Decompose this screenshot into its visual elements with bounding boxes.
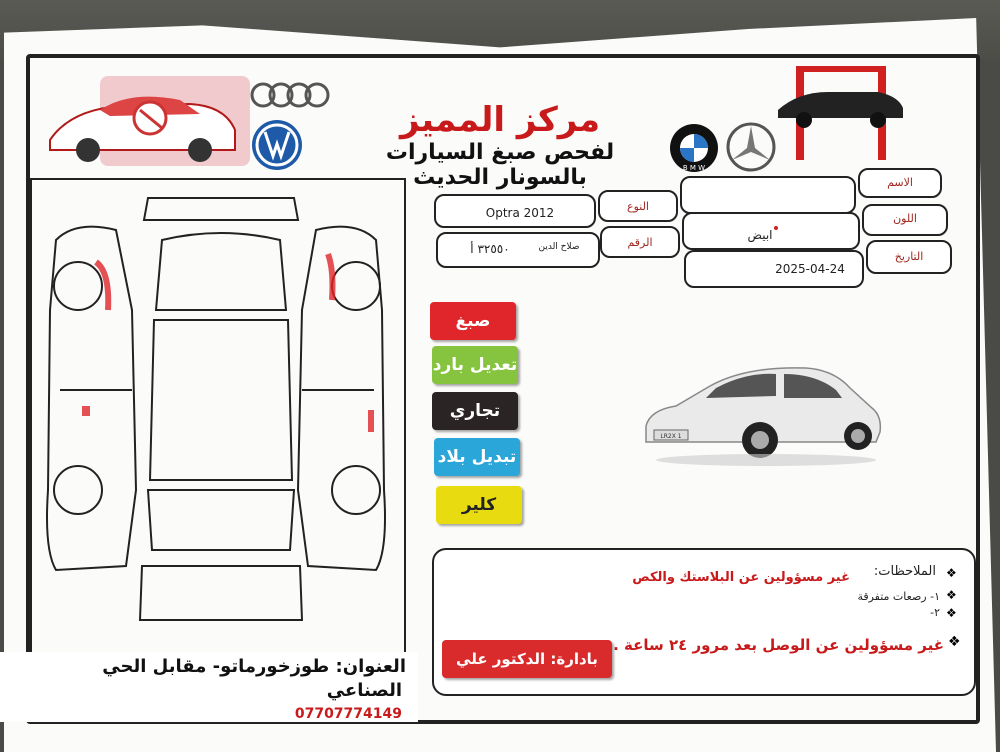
type-label: النوع <box>627 200 649 213</box>
type-label-box <box>598 190 678 222</box>
legend-clear: كلير <box>436 486 522 524</box>
notes-item-2: ٢- <box>930 606 940 619</box>
sample-car-image: LR2X 1 <box>645 367 882 466</box>
notes-warning: غير مسؤولين عن الوصل بعد مرور ٢٤ ساعة ..… <box>601 636 944 654</box>
color-dot <box>774 226 778 230</box>
name-label-box <box>858 168 942 198</box>
notes-main: غير مسؤولين عن البلاستك والكص <box>632 570 850 585</box>
color-label-box <box>862 204 948 236</box>
bmw-logo: B M W <box>670 124 718 172</box>
legend-cold-repair: تعديل بارد <box>432 346 518 384</box>
number-label: الرقم <box>627 236 653 249</box>
number-field[interactable] <box>436 232 600 268</box>
address-box: العنوان: طوزخورماتو- مقابل الحي الصناعي … <box>0 652 418 722</box>
notes-item-1: ١- رصعات متفرقة <box>857 590 940 603</box>
audi-logo <box>250 82 330 108</box>
color-label: اللون <box>893 212 917 225</box>
name-field[interactable] <box>680 176 856 214</box>
legend-commercial: تجاري <box>432 392 518 430</box>
header-car-image <box>49 76 250 166</box>
number-label-box <box>600 226 680 258</box>
date-field[interactable] <box>684 250 864 288</box>
name-label: الاسم <box>887 176 913 189</box>
phone-number: 07707774149 <box>294 706 402 722</box>
date-value: 2025-04-24 <box>775 262 845 276</box>
mercedes-logo <box>726 122 776 172</box>
legend-paint: صبغ <box>430 302 516 340</box>
page-subtitle: لفحص صبغ السيارات بالسونار الحديث <box>385 140 615 190</box>
bullet-icon: ❖ <box>948 634 961 650</box>
bullet-icon: ❖ <box>946 588 957 602</box>
date-label: التاريخ <box>894 250 924 263</box>
type-field[interactable] <box>434 194 596 228</box>
bullet-icon: ❖ <box>946 606 957 620</box>
color-field[interactable] <box>682 212 860 250</box>
number-value: ٣٢٥٥٠ أ <box>470 242 510 256</box>
sample-car-plate: LR2X 1 <box>660 433 681 440</box>
bmw-text: B M W <box>683 164 705 172</box>
legend-imported-part: تبديل بلاد <box>434 438 520 476</box>
type-value: Optra 2012 <box>485 206 555 220</box>
page-frame <box>26 54 980 724</box>
date-label-box <box>866 240 952 274</box>
address-line-1: العنوان: طوزخورماتو- مقابل الحي <box>102 656 406 677</box>
bullet-icon: ❖ <box>946 566 957 580</box>
manager-label: بادارة: الدكتور علي <box>442 640 612 678</box>
car-lift-image <box>778 66 903 160</box>
car-outline-diagram <box>46 197 386 621</box>
vw-logo <box>252 120 302 170</box>
number-city: صلاح الدين <box>538 242 580 252</box>
page-title: مركز المميز <box>400 100 600 140</box>
color-value: ابيض <box>747 228 773 242</box>
notes-label: الملاحظات: <box>873 564 936 579</box>
address-line-2: الصناعي <box>326 680 402 701</box>
